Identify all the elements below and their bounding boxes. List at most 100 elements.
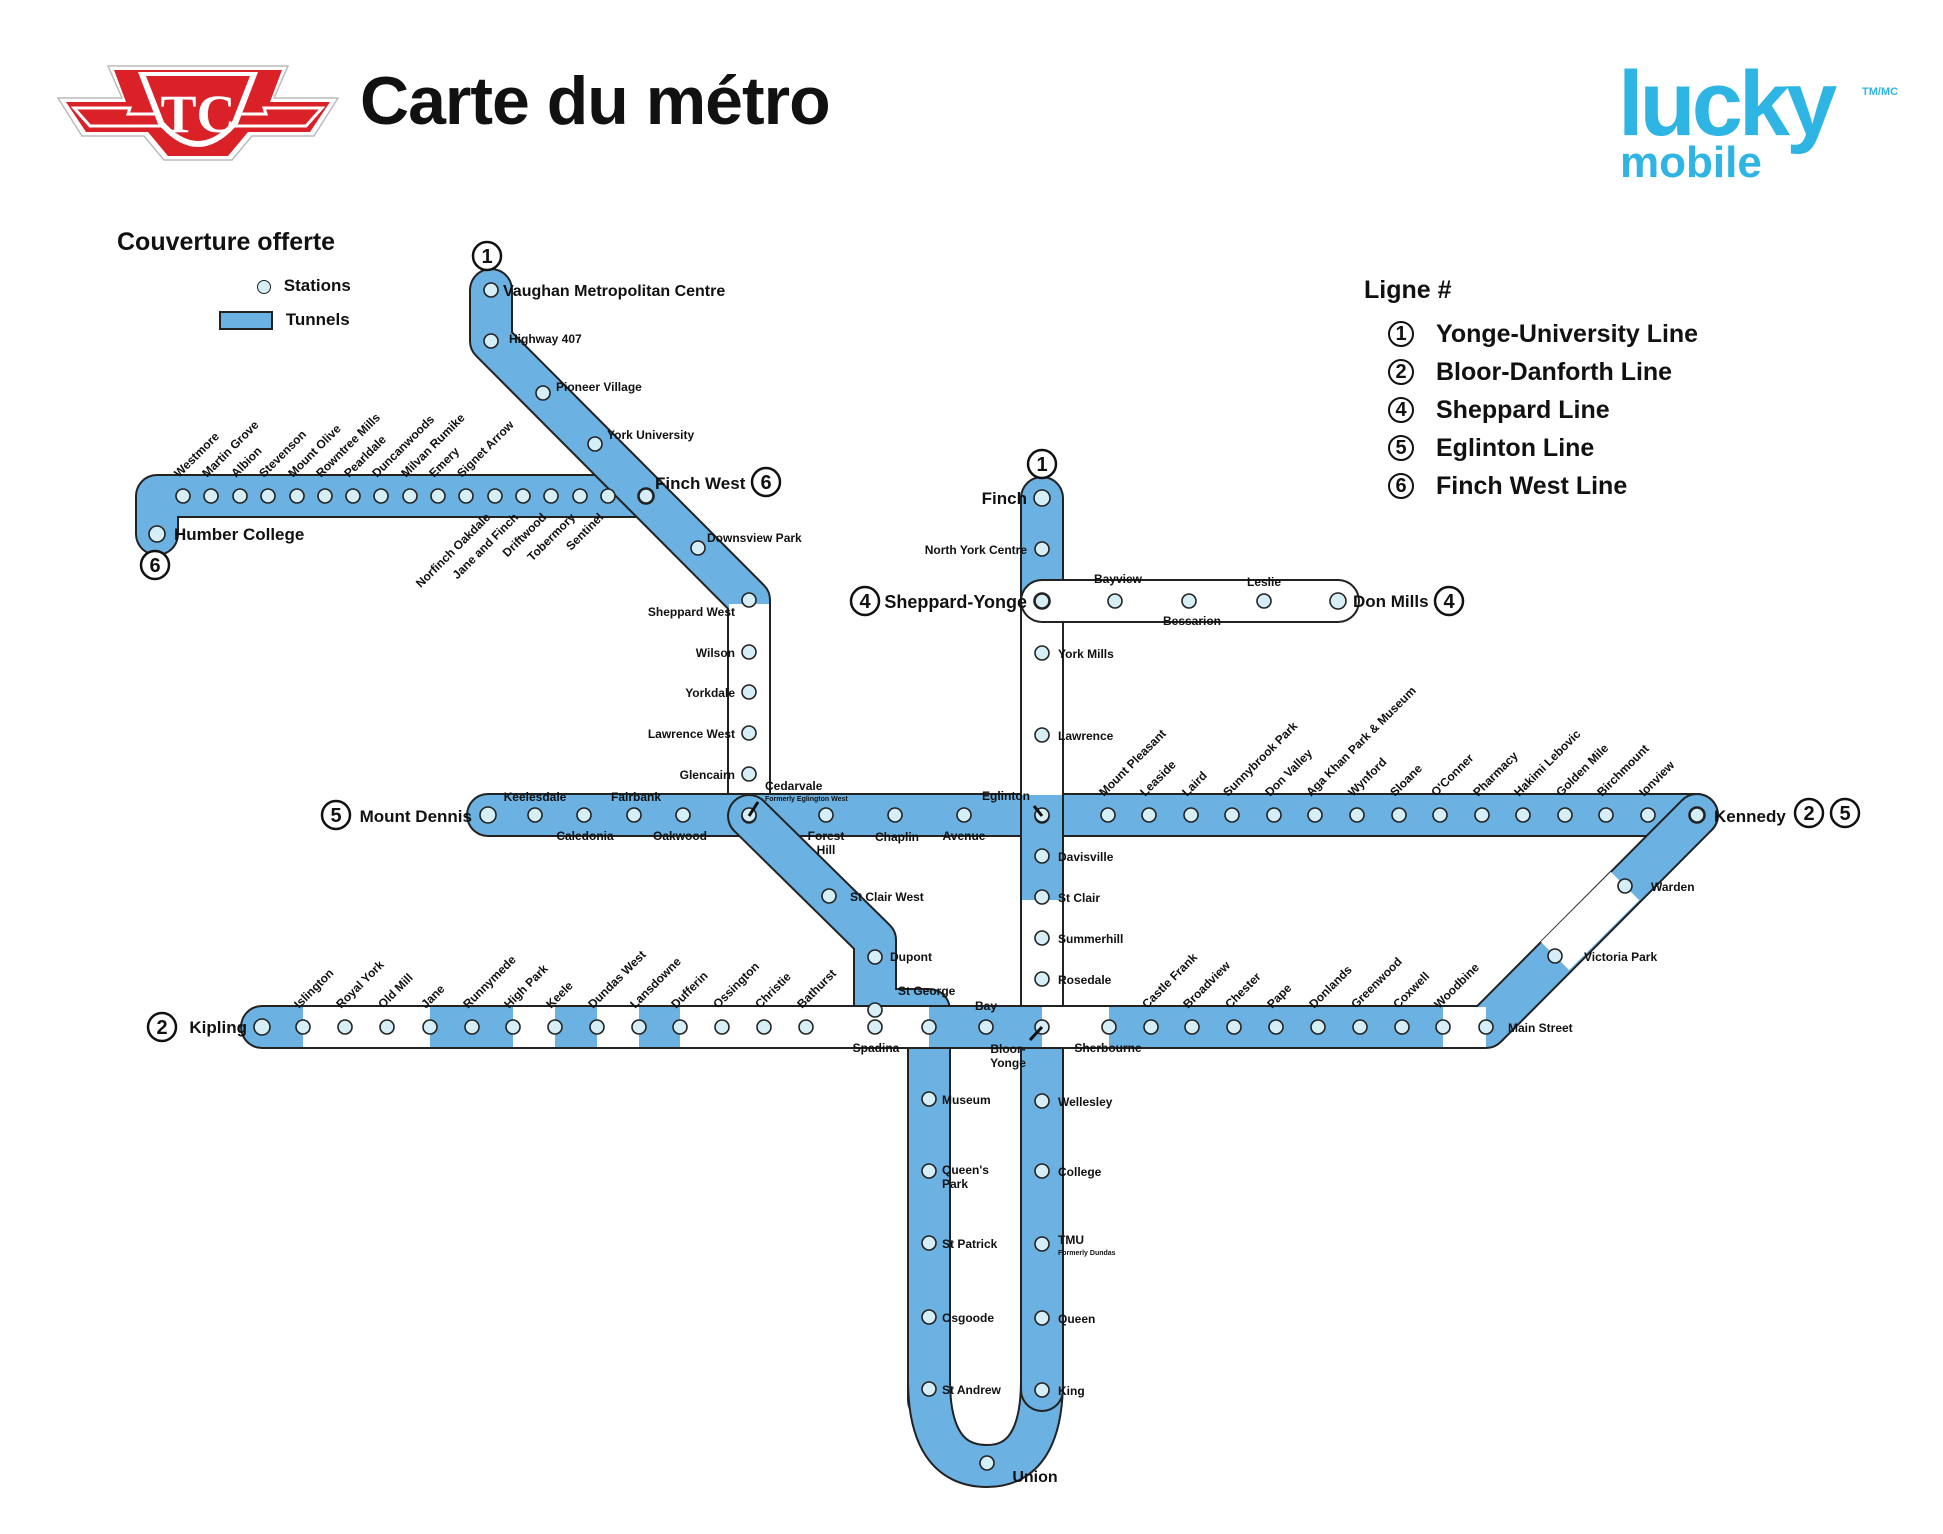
station-icon[interactable] xyxy=(978,1019,994,1035)
station-pharmacy[interactable] xyxy=(1474,807,1490,823)
station-sentinel[interactable] xyxy=(600,488,616,504)
station-icon[interactable] xyxy=(887,807,903,823)
station-icon[interactable] xyxy=(690,540,706,556)
station-icon[interactable] xyxy=(1143,1019,1159,1035)
station-icon[interactable] xyxy=(675,807,691,823)
station-union[interactable] xyxy=(979,1455,995,1471)
station-icon[interactable] xyxy=(515,488,531,504)
station-lansdowne[interactable] xyxy=(631,1019,647,1035)
station-icon[interactable] xyxy=(527,807,543,823)
station-icon[interactable] xyxy=(373,488,389,504)
station-vaughan-metropolitan-centre[interactable] xyxy=(483,282,499,298)
station-icon[interactable] xyxy=(867,949,883,965)
station-milvan-rumike[interactable] xyxy=(402,488,418,504)
station-icon[interactable] xyxy=(232,488,248,504)
station-st-patrick[interactable] xyxy=(921,1235,937,1251)
station-birchmount[interactable] xyxy=(1598,807,1614,823)
station-leslie[interactable] xyxy=(1256,593,1272,609)
station-icon[interactable] xyxy=(1474,807,1490,823)
station-icon[interactable] xyxy=(1034,1163,1050,1179)
station-icon[interactable] xyxy=(1183,807,1199,823)
station-icon[interactable] xyxy=(253,1018,271,1036)
station-tobermory[interactable] xyxy=(572,488,588,504)
station-sheppard-west[interactable] xyxy=(741,592,757,608)
station-icon[interactable] xyxy=(1329,592,1347,610)
station-hakimi-lebovic[interactable] xyxy=(1515,807,1531,823)
station-wynford[interactable] xyxy=(1349,807,1365,823)
station-icon[interactable] xyxy=(458,488,474,504)
station-greenwood[interactable] xyxy=(1352,1019,1368,1035)
station-icon[interactable] xyxy=(1107,593,1123,609)
station-york-mills[interactable] xyxy=(1034,645,1050,661)
station-finch[interactable] xyxy=(1033,489,1051,507)
station-college[interactable] xyxy=(1034,1163,1050,1179)
station-icon[interactable] xyxy=(867,1019,883,1035)
station-icon[interactable] xyxy=(1515,807,1531,823)
station-icon[interactable] xyxy=(821,888,837,904)
station-icon[interactable] xyxy=(1034,727,1050,743)
station-humber-college[interactable] xyxy=(148,525,166,543)
station-icon[interactable] xyxy=(1033,489,1051,507)
station-icon[interactable] xyxy=(1034,930,1050,946)
station-mount-dennis[interactable] xyxy=(479,806,497,824)
station-icon[interactable] xyxy=(1310,1019,1326,1035)
station-icon[interactable] xyxy=(921,1381,937,1397)
station-icon[interactable] xyxy=(979,1455,995,1471)
station-icon[interactable] xyxy=(756,1019,772,1035)
station-icon[interactable] xyxy=(1432,807,1448,823)
station-mount-olive[interactable] xyxy=(289,488,305,504)
station-keelesdale[interactable] xyxy=(527,807,543,823)
station-north-york-centre[interactable] xyxy=(1034,541,1050,557)
station-spadina[interactable] xyxy=(867,1019,883,1035)
station-york-university[interactable] xyxy=(587,436,603,452)
station-icon[interactable] xyxy=(1640,807,1656,823)
station-leaside[interactable] xyxy=(1141,807,1157,823)
station-woodbine[interactable] xyxy=(1435,1019,1451,1035)
station-st-george[interactable] xyxy=(867,1002,883,1018)
station-icon[interactable] xyxy=(1435,1019,1451,1035)
station-forest-hill[interactable] xyxy=(818,807,834,823)
station-icon[interactable] xyxy=(1101,1019,1117,1035)
station-icon[interactable] xyxy=(741,592,757,608)
station-martin-grove[interactable] xyxy=(203,488,219,504)
station-sunnybrook-park[interactable] xyxy=(1224,807,1240,823)
station-queen-s-park[interactable] xyxy=(921,1163,937,1179)
station-norfinch-oakdale[interactable] xyxy=(487,488,503,504)
station-icon[interactable] xyxy=(402,488,418,504)
station-icon[interactable] xyxy=(1100,807,1116,823)
station-icon[interactable] xyxy=(543,488,559,504)
station-icon[interactable] xyxy=(1617,878,1633,894)
station-icon[interactable] xyxy=(317,488,333,504)
station-icon[interactable] xyxy=(1689,807,1705,823)
station-icon[interactable] xyxy=(818,807,834,823)
station-icon[interactable] xyxy=(1141,807,1157,823)
station-dundas-west[interactable] xyxy=(589,1019,605,1035)
station-icon[interactable] xyxy=(1224,807,1240,823)
station-yorkdale[interactable] xyxy=(741,684,757,700)
station-icon[interactable] xyxy=(1034,1382,1050,1398)
station-icon[interactable] xyxy=(1034,848,1050,864)
station-icon[interactable] xyxy=(741,684,757,700)
station-osgoode[interactable] xyxy=(921,1309,937,1325)
station-icon[interactable] xyxy=(626,807,642,823)
station-summerhill[interactable] xyxy=(1034,930,1050,946)
station-icon[interactable] xyxy=(1478,1019,1494,1035)
station-icon[interactable] xyxy=(464,1019,480,1035)
station-caledonia[interactable] xyxy=(576,807,592,823)
station-kipling[interactable] xyxy=(253,1018,271,1036)
station-museum[interactable] xyxy=(921,1091,937,1107)
station-don-valley[interactable] xyxy=(1266,807,1282,823)
station-icon[interactable] xyxy=(1256,593,1272,609)
station-icon[interactable] xyxy=(921,1235,937,1251)
station-bay[interactable] xyxy=(978,1019,994,1035)
station-ossington[interactable] xyxy=(714,1019,730,1035)
station-icon[interactable] xyxy=(148,525,166,543)
station-rosedale[interactable] xyxy=(1034,971,1050,987)
station-icon[interactable] xyxy=(600,488,616,504)
station-glencairn[interactable] xyxy=(741,766,757,782)
station-queen[interactable] xyxy=(1034,1310,1050,1326)
station-icon[interactable] xyxy=(572,488,588,504)
station-icon[interactable] xyxy=(487,488,503,504)
station-icon[interactable] xyxy=(1034,971,1050,987)
station-icon[interactable] xyxy=(295,1019,311,1035)
